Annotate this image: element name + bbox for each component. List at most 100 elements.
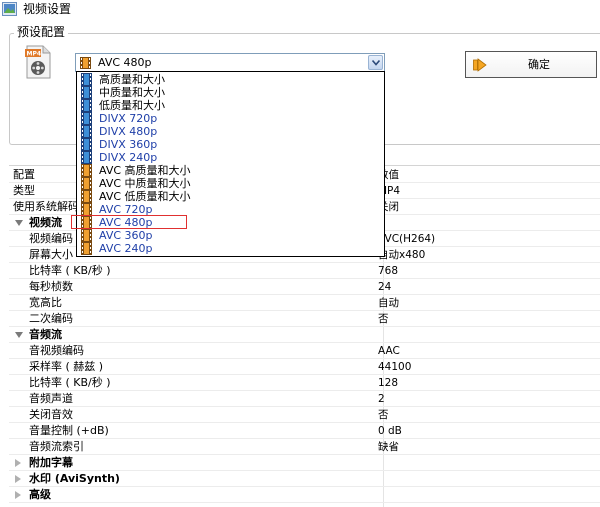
- film-orange-icon: [81, 229, 92, 242]
- grid-property-row[interactable]: 屏幕大小 自动x480: [9, 247, 600, 263]
- grid-property-row[interactable]: 音量控制 (+dB) 0 dB: [9, 423, 600, 439]
- preset-option-label: AVC 高质量和大小: [99, 164, 191, 177]
- property-value: 768: [378, 265, 399, 277]
- property-value: 24: [378, 281, 392, 293]
- grid-property-row[interactable]: 比特率 ( KB/秒 ) 128: [9, 375, 600, 391]
- svg-text:MP4: MP4: [27, 51, 42, 58]
- preset-option[interactable]: DIVX 480p: [77, 125, 384, 138]
- grid-property-row[interactable]: 宽高比 自动: [9, 295, 600, 311]
- preset-option-label: AVC 480p: [99, 216, 153, 229]
- preset-option[interactable]: 高质量和大小: [77, 73, 384, 86]
- film-orange-icon: [80, 57, 91, 69]
- property-name: 类型: [13, 184, 35, 197]
- film-orange-icon: [81, 164, 92, 177]
- preset-option[interactable]: DIVX 720p: [77, 112, 384, 125]
- preset-option[interactable]: AVC 高质量和大小: [77, 164, 384, 177]
- dropdown-button[interactable]: [368, 55, 383, 70]
- property-name: 音频流: [29, 328, 62, 341]
- property-name: 视频流: [29, 216, 62, 229]
- film-orange-icon: [81, 203, 92, 216]
- preset-option[interactable]: AVC 480p: [77, 216, 384, 229]
- property-name: 音频流索引: [29, 440, 84, 453]
- preset-option[interactable]: 中质量和大小: [77, 86, 384, 99]
- window-title: 视频设置: [23, 2, 72, 16]
- preset-option[interactable]: 低质量和大小: [77, 99, 384, 112]
- preset-option[interactable]: DIVX 360p: [77, 138, 384, 151]
- preset-option-label: 低质量和大小: [99, 99, 165, 112]
- property-name: 音量控制 (+dB): [29, 424, 109, 437]
- property-value: 自动x480: [378, 249, 426, 261]
- preset-option[interactable]: AVC 720p: [77, 203, 384, 216]
- preset-option-label: 中质量和大小: [99, 86, 165, 99]
- film-orange-icon: [81, 177, 92, 190]
- preset-select[interactable]: AVC 480p: [75, 53, 385, 72]
- highlight-annotation-box: [71, 215, 187, 229]
- property-name: 屏幕大小: [29, 248, 73, 261]
- grid-section-row[interactable]: 水印 (AviSynth): [9, 471, 600, 487]
- property-name: 每秒桢数: [29, 280, 73, 293]
- property-name: 视频编码: [29, 232, 73, 245]
- property-value: 2: [378, 393, 385, 405]
- grid-property-row[interactable]: 比特率 ( KB/秒 ) 768: [9, 263, 600, 279]
- property-value: AVC(H264): [378, 233, 436, 245]
- film-orange-icon: [81, 190, 92, 203]
- film-orange-icon: [81, 216, 92, 229]
- property-name: 比特率 ( KB/秒 ): [29, 376, 111, 389]
- mp4-file-icon: MP4: [25, 45, 51, 79]
- expand-open-icon[interactable]: [15, 332, 23, 338]
- film-blue-icon: [81, 125, 92, 138]
- grid-property-row[interactable]: 音频流索引 缺省: [9, 439, 600, 455]
- property-value: 0 dB: [378, 425, 402, 437]
- property-name: 附加字幕: [29, 456, 73, 469]
- grid-property-row[interactable]: 二次编码 否: [9, 311, 600, 327]
- property-value: 否: [378, 313, 389, 325]
- grid-column-divider: [383, 166, 384, 507]
- grid-property-row[interactable]: 采样率 ( 赫兹 )44100: [9, 359, 600, 375]
- preset-option-label: 高质量和大小: [99, 73, 165, 86]
- expand-closed-icon[interactable]: [15, 491, 21, 499]
- property-name: 高级: [29, 488, 51, 501]
- preset-option-label: AVC 360p: [99, 229, 153, 242]
- film-blue-icon: [81, 151, 92, 164]
- ok-button[interactable]: 确定: [465, 51, 597, 78]
- film-blue-icon: [81, 99, 92, 112]
- preset-option[interactable]: AVC 240p: [77, 242, 384, 255]
- preset-option-label: AVC 低质量和大小: [99, 190, 191, 203]
- grid-section-row[interactable]: 高级: [9, 487, 600, 503]
- property-name: 二次编码: [29, 312, 73, 325]
- property-name: 水印 (AviSynth): [29, 472, 120, 485]
- preset-option[interactable]: DIVX 240p: [77, 151, 384, 164]
- property-name: 音视频编码: [29, 344, 84, 357]
- property-value: AAC: [378, 345, 400, 357]
- property-value: 128: [378, 377, 399, 389]
- preset-option[interactable]: AVC 中质量和大小: [77, 177, 384, 190]
- ok-button-label: 确定: [528, 58, 550, 71]
- preset-option-label: AVC 720p: [99, 203, 153, 216]
- property-name: 比特率 ( KB/秒 ): [29, 264, 111, 277]
- video-settings-icon: [2, 2, 17, 16]
- arrow-right-icon: [473, 58, 487, 72]
- grid-property-row[interactable]: 关闭音效否: [9, 407, 600, 423]
- property-value: 缺省: [378, 441, 399, 453]
- grid-property-row[interactable]: 音频声道 2: [9, 391, 600, 407]
- preset-option-label: AVC 240p: [99, 242, 153, 255]
- film-orange-icon: [81, 242, 92, 255]
- preset-option[interactable]: AVC 360p: [77, 229, 384, 242]
- title-bar: 视频设置: [0, 0, 600, 20]
- chevron-down-icon: [372, 60, 380, 66]
- property-name: 音频声道: [29, 392, 73, 405]
- property-name: 使用系统解码器: [13, 200, 90, 213]
- film-blue-icon: [81, 138, 92, 151]
- grid-section-row[interactable]: 附加字幕: [9, 455, 600, 471]
- grid-section-row[interactable]: 音频流: [9, 327, 600, 343]
- preset-option[interactable]: AVC 低质量和大小: [77, 190, 384, 203]
- expand-closed-icon[interactable]: [15, 459, 21, 467]
- property-name: 宽高比: [29, 296, 62, 309]
- grid-property-row[interactable]: 音视频编码 AAC: [9, 343, 600, 359]
- expand-closed-icon[interactable]: [15, 475, 21, 483]
- property-value: 自动: [378, 297, 399, 309]
- film-blue-icon: [81, 86, 92, 99]
- expand-open-icon[interactable]: [15, 220, 23, 226]
- grid-property-row[interactable]: 每秒桢数 24: [9, 279, 600, 295]
